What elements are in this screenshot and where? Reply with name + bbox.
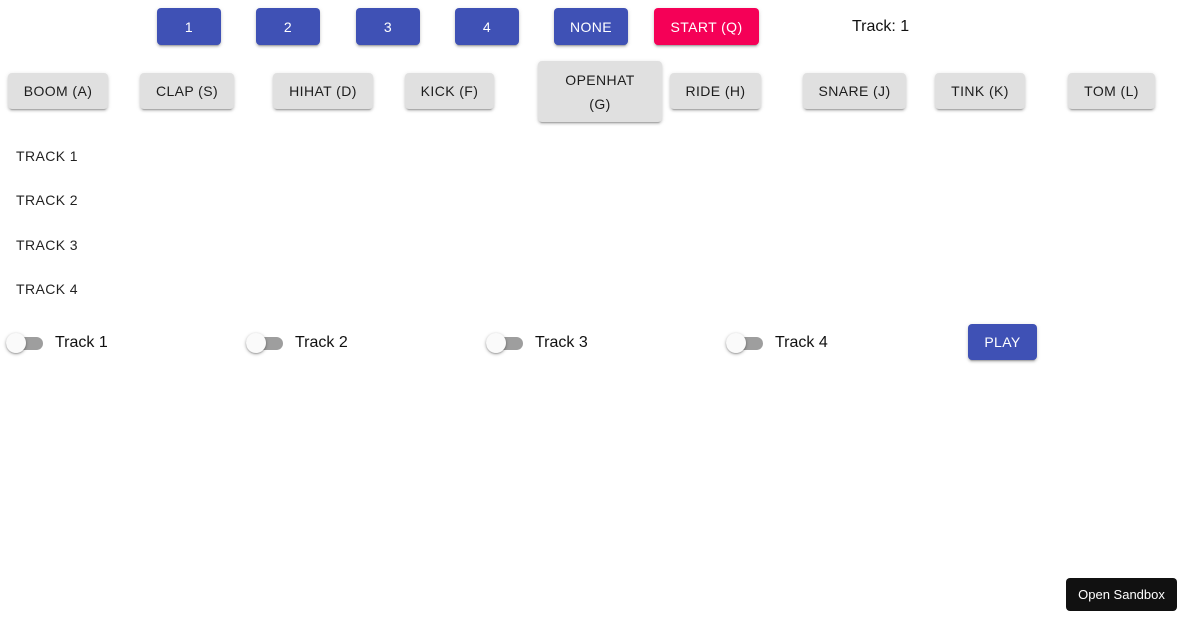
sound-button-clap[interactable]: CLAP (S) [140,73,234,109]
sound-button-kick[interactable]: KICK (F) [405,73,494,109]
start-record-button[interactable]: START (Q) [654,8,759,45]
open-sandbox-button[interactable]: Open Sandbox [1066,578,1177,611]
track-select-button-2[interactable]: 2 [256,8,320,45]
track-select-button-4[interactable]: 4 [455,8,519,45]
sound-button-boom[interactable]: BOOM (A) [8,73,108,109]
switch-thumb[interactable] [726,333,746,353]
track-toggle-label: Track 4 [775,334,828,351]
track-select-button-1[interactable]: 1 [157,8,221,45]
sound-button-tink[interactable]: TINK (K) [935,73,1025,109]
sound-button-ride[interactable]: RIDE (H) [670,73,761,109]
track-toggle-label: Track 2 [295,334,348,351]
sound-button-hihat[interactable]: HIHAT (D) [273,73,373,109]
switch-thumb[interactable] [486,333,506,353]
switch-thumb[interactable] [6,333,26,353]
track-toggle-label: Track 3 [535,334,588,351]
track-list-item-4[interactable]: TRACK 4 [16,281,78,297]
track-toggle-label: Track 1 [55,334,108,351]
sound-button-snare[interactable]: SNARE (J) [803,73,906,109]
track-list-item-3[interactable]: TRACK 3 [16,237,78,253]
sound-button-tom[interactable]: TOM (L) [1068,73,1155,109]
track-list-item-1[interactable]: TRACK 1 [16,148,78,164]
track-list-item-2[interactable]: TRACK 2 [16,192,78,208]
track-select-none-button[interactable]: NONE [554,8,628,45]
sound-button-openhat[interactable]: OPENHAT (G) [538,61,662,122]
current-track-status: Track: 1 [852,18,910,35]
switch-thumb[interactable] [246,333,266,353]
track-select-button-3[interactable]: 3 [356,8,420,45]
play-button[interactable]: PLAY [968,324,1037,360]
